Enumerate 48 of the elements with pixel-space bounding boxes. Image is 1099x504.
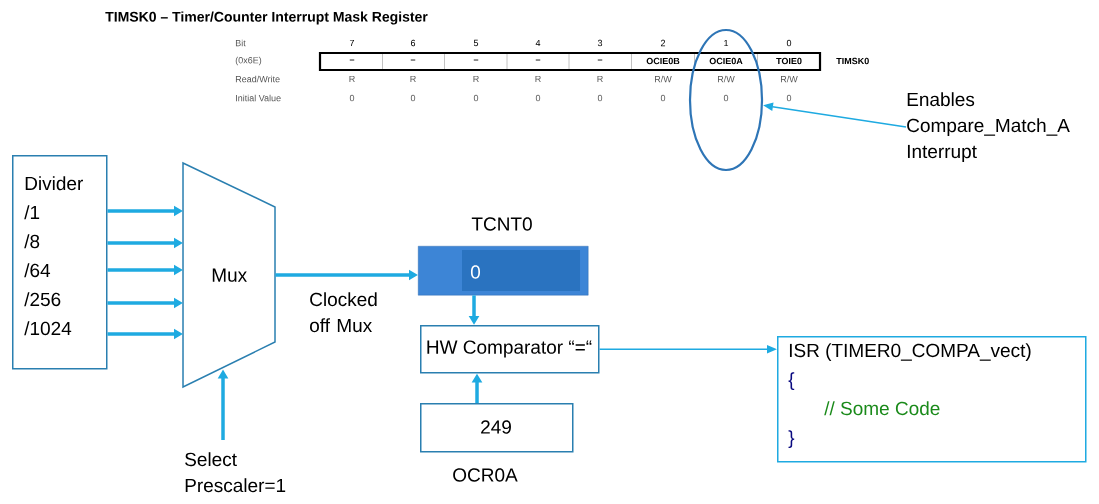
initial-value: 0 bbox=[786, 94, 792, 102]
bit-number: 1 bbox=[724, 39, 729, 47]
access-mode: R bbox=[597, 75, 603, 83]
access-mode: R bbox=[473, 75, 479, 83]
initial-value: 0 bbox=[535, 94, 541, 102]
access-mode: R/W bbox=[718, 75, 735, 83]
edge-label: Clocked off Mux bbox=[308, 291, 393, 334]
initial-value: 0 bbox=[723, 94, 729, 102]
register-label: TCNT0 bbox=[471, 217, 532, 231]
access-mode: R/W bbox=[781, 75, 798, 83]
register-box: 0 bbox=[418, 246, 589, 296]
bit-number: 4 bbox=[535, 39, 541, 47]
register-box: 249 bbox=[420, 403, 574, 453]
register-label: OCR0A bbox=[453, 468, 518, 482]
row-label: Read/Write bbox=[235, 75, 280, 83]
bit-number: 7 bbox=[349, 39, 355, 47]
bit-number: 5 bbox=[473, 39, 479, 47]
code-box: ISR (TIMER0_COMPA_vect) { // Some Code } bbox=[777, 336, 1087, 463]
bit-number: 3 bbox=[597, 39, 603, 47]
access-mode: R bbox=[410, 75, 416, 83]
row-label: (0x6E) bbox=[235, 56, 262, 66]
bit-name: OCIE0B bbox=[646, 57, 680, 65]
comparator-box: HW Comparator “=“ bbox=[420, 325, 600, 374]
bit-name: – bbox=[349, 59, 355, 61]
access-mode: R/W bbox=[655, 75, 672, 83]
title: TIMSK0 – Timer/Counter Interrupt Mask Register bbox=[105, 11, 428, 25]
initial-value: 0 bbox=[597, 94, 603, 102]
bit-name: – bbox=[535, 59, 541, 61]
bit-number: 0 bbox=[786, 39, 792, 47]
access-mode: R bbox=[535, 75, 541, 83]
access-mode: R bbox=[349, 75, 355, 83]
bit-name: – bbox=[410, 59, 416, 61]
bit-number: 2 bbox=[660, 39, 666, 47]
initial-value: 0 bbox=[410, 94, 416, 102]
note-text: Select Prescaler=1 bbox=[185, 452, 286, 493]
row-label: Bit bbox=[235, 39, 246, 47]
bit-name: – bbox=[597, 59, 603, 61]
initial-value: 0 bbox=[473, 94, 479, 102]
row-label: Initial Value bbox=[236, 94, 281, 102]
bit-name: TOIE0 bbox=[776, 57, 802, 65]
bit-number: 6 bbox=[410, 39, 416, 47]
register-name: TIMSK0 bbox=[836, 57, 869, 65]
highlight-ellipse bbox=[688, 28, 764, 172]
bit-name: – bbox=[473, 59, 479, 61]
bit-name: OCIE0A bbox=[709, 57, 743, 65]
initial-value: 0 bbox=[660, 94, 666, 102]
initial-value: 0 bbox=[349, 94, 355, 102]
note-text: Enables Compare_Match_A Interrupt bbox=[907, 92, 1070, 162]
